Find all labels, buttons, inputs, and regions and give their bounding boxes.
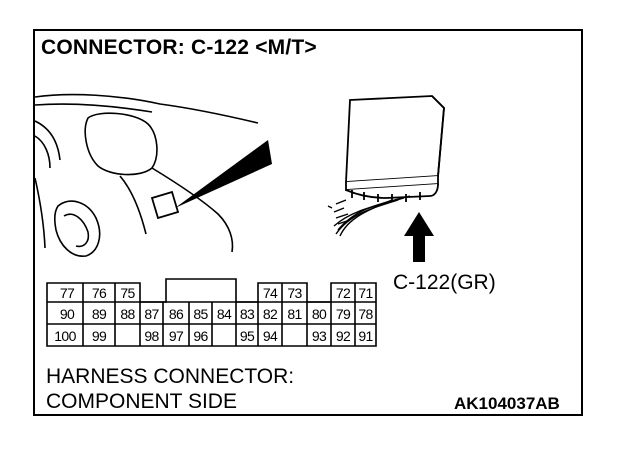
ecu-module-illustration <box>345 95 445 202</box>
pin-label: 82 <box>262 306 278 322</box>
pin-label: 91 <box>358 328 373 344</box>
pin-label: 97 <box>168 328 184 344</box>
pin-label: 72 <box>335 285 351 301</box>
pin-label: 78 <box>358 306 373 322</box>
dashboard-illustration <box>34 93 259 257</box>
dash-connector-icon <box>150 190 180 220</box>
pin-label: 94 <box>262 328 278 344</box>
pin-label: 76 <box>91 285 107 301</box>
pin-label: 86 <box>168 306 184 322</box>
diagram-title: CONNECTOR: C-122 <M/T> <box>41 36 317 59</box>
pin-label: 90 <box>59 306 75 322</box>
pin-label: 95 <box>239 328 255 344</box>
pointer-wedge <box>175 140 272 208</box>
pin-label: 92 <box>335 328 351 344</box>
pin-label: 89 <box>91 306 107 322</box>
arrow-up-icon <box>404 212 434 262</box>
connector-callout-label: C-122(GR) <box>393 271 496 294</box>
caption-line-2: COMPONENT SIDE <box>46 390 237 413</box>
pin-label: 79 <box>335 306 351 322</box>
figure-code: AK104037AB <box>454 394 560 413</box>
pin-label: 93 <box>311 328 327 344</box>
pin-label: 75 <box>120 285 135 301</box>
pin-label: 99 <box>91 328 107 344</box>
pin-label: 84 <box>216 306 232 322</box>
pin-label: 80 <box>311 306 327 322</box>
pin-label: 71 <box>358 285 373 301</box>
pin-label: 81 <box>287 306 302 322</box>
pin-label: 88 <box>120 306 135 322</box>
connector-pin-grid <box>46 278 377 347</box>
figure-frame <box>33 29 583 416</box>
pin-label: 73 <box>287 285 302 301</box>
pin-label: 98 <box>144 328 159 344</box>
pin-label: 83 <box>239 306 255 322</box>
pin-label: 100 <box>54 328 76 344</box>
wire-harness-illustration <box>327 195 411 237</box>
pin-label: 77 <box>59 285 75 301</box>
pin-label: 96 <box>193 328 208 344</box>
caption-line-1: HARNESS CONNECTOR: <box>46 365 295 388</box>
pin-label: 85 <box>193 306 208 322</box>
pin-label: 87 <box>144 306 159 322</box>
pin-label: 74 <box>262 285 278 301</box>
